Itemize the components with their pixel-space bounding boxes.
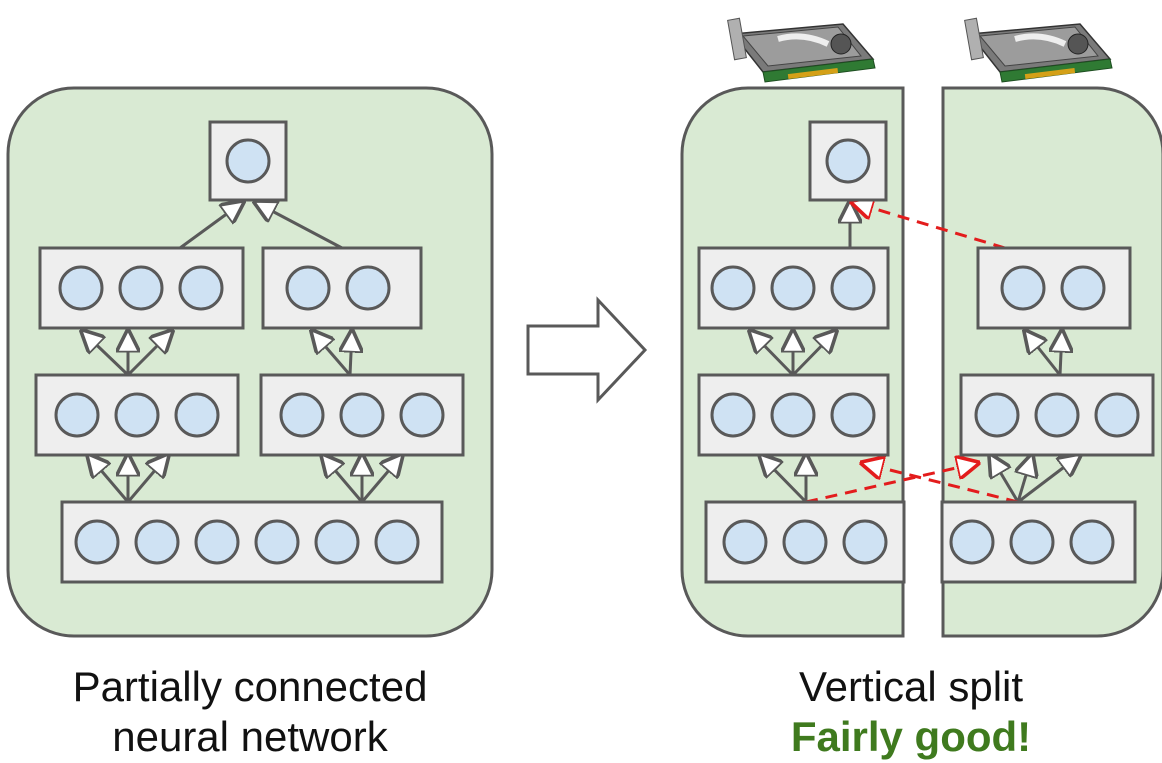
neuron bbox=[1060, 265, 1106, 311]
neuron bbox=[58, 265, 104, 311]
device-2-hidden-layer-2 bbox=[976, 246, 1132, 330]
device-2-hidden-layer-1 bbox=[959, 373, 1155, 457]
neuron bbox=[339, 392, 385, 438]
neuron bbox=[178, 265, 224, 311]
neuron bbox=[285, 265, 331, 311]
left-caption-line-1: Partially connected bbox=[72, 663, 428, 710]
neuron bbox=[722, 519, 768, 565]
neuron bbox=[118, 265, 164, 311]
neuron bbox=[1069, 519, 1115, 565]
neuron bbox=[1094, 392, 1140, 438]
transform-arrow-icon bbox=[526, 296, 648, 404]
left-output-layer bbox=[208, 120, 288, 202]
neuron bbox=[974, 392, 1020, 438]
device-2-panel bbox=[941, 86, 1162, 638]
left-hidden-layer-2-a bbox=[38, 246, 245, 330]
device-1-input-layer bbox=[704, 500, 906, 584]
neuron bbox=[825, 138, 871, 184]
left-caption: Partially connected neural network bbox=[0, 662, 500, 762]
neuron bbox=[399, 392, 445, 438]
neuron bbox=[782, 519, 828, 565]
neuron bbox=[225, 138, 271, 184]
gpu-card-icon bbox=[965, 18, 1112, 82]
left-network bbox=[6, 86, 494, 638]
neuron bbox=[114, 392, 160, 438]
neuron bbox=[1000, 265, 1046, 311]
right-network bbox=[680, 18, 1162, 638]
right-connections bbox=[750, 202, 1080, 504]
right-output-layer bbox=[808, 120, 888, 202]
device-1-hidden-layer-2 bbox=[697, 246, 890, 330]
neuron bbox=[949, 519, 995, 565]
neuron bbox=[830, 392, 876, 438]
neuron bbox=[174, 392, 220, 438]
left-caption-line-2: neural network bbox=[112, 713, 388, 760]
neuron bbox=[134, 519, 180, 565]
neuron bbox=[374, 519, 420, 565]
neuron bbox=[1009, 519, 1055, 565]
device-2-input-layer bbox=[940, 500, 1137, 584]
neuron bbox=[710, 265, 756, 311]
neuron bbox=[74, 519, 120, 565]
neuron bbox=[314, 519, 360, 565]
left-connections bbox=[82, 202, 402, 503]
gpu-card-icon bbox=[728, 18, 875, 82]
neuron bbox=[254, 519, 300, 565]
right-caption-line-1: Vertical split bbox=[798, 663, 1024, 710]
neuron bbox=[830, 265, 876, 311]
neuron bbox=[1034, 392, 1080, 438]
device-1-hidden-layer-1 bbox=[697, 373, 890, 457]
left-hidden-layer-1-a bbox=[34, 373, 240, 457]
right-caption: Vertical split Fairly good! bbox=[660, 662, 1162, 762]
verdict-label: Fairly good! bbox=[790, 713, 1032, 760]
neuron bbox=[770, 392, 816, 438]
left-input-layer bbox=[60, 500, 444, 584]
neuron bbox=[842, 519, 888, 565]
neuron bbox=[54, 392, 100, 438]
left-hidden-layer-2-b bbox=[261, 246, 423, 330]
neuron bbox=[770, 265, 816, 311]
cross-device-connections bbox=[805, 202, 1019, 504]
neuron bbox=[710, 392, 756, 438]
left-hidden-layer-1-b bbox=[259, 373, 465, 457]
neuron bbox=[345, 265, 391, 311]
neuron bbox=[279, 392, 325, 438]
neuron bbox=[194, 519, 240, 565]
